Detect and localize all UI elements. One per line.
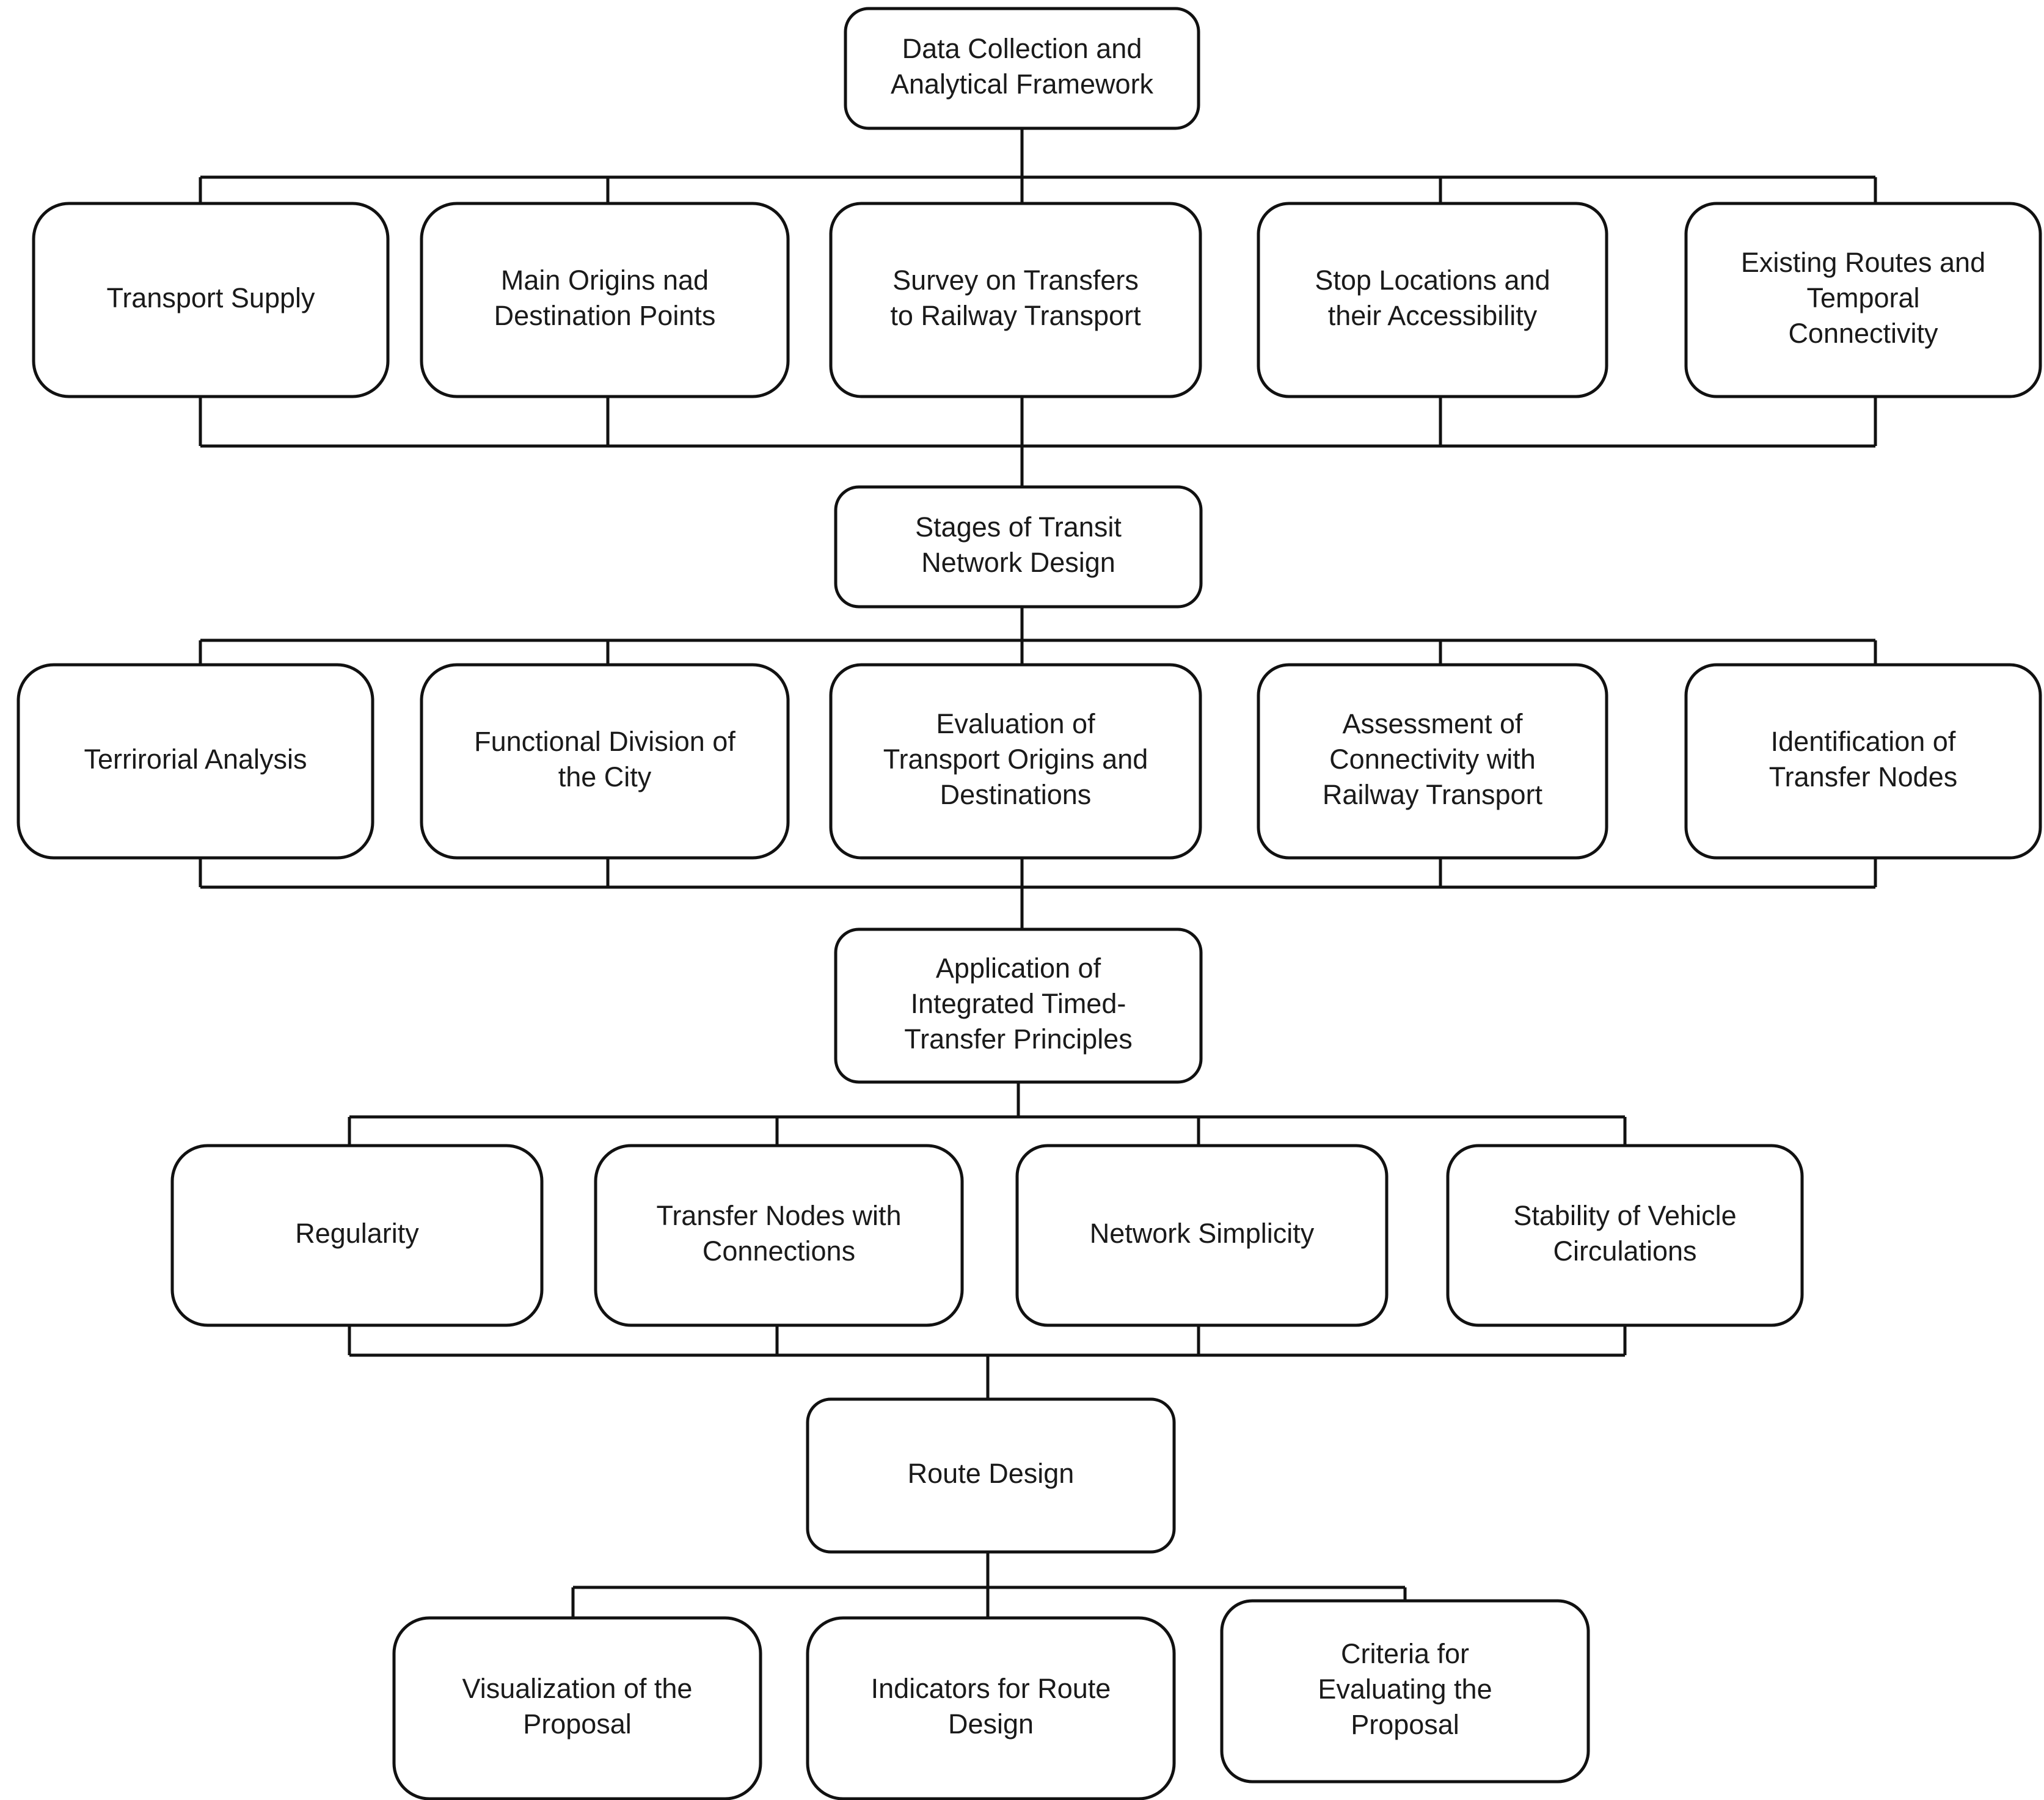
- flowchart-node[interactable]: Functional Division of the City: [420, 663, 790, 860]
- node-label-line: Transfer Nodes with: [657, 1200, 902, 1231]
- flowchart-node[interactable]: Transport Supply: [32, 202, 390, 398]
- node-label-line: Main Origins nad: [501, 265, 709, 296]
- node-label-line: Analytical Framework: [891, 68, 1154, 100]
- flowchart-node[interactable]: Terrirorial Analysis: [16, 663, 374, 860]
- node-label-line: Indicators for Route: [871, 1673, 1111, 1704]
- node-label-line: Transfer Principles: [904, 1023, 1132, 1055]
- node-label-line: Functional Division of: [474, 726, 735, 757]
- node-label-line: Proposal: [1351, 1709, 1459, 1740]
- node-label-line: Evaluating the: [1318, 1674, 1492, 1705]
- node-label-line: Network Simplicity: [1090, 1218, 1315, 1249]
- node-label-line: Terrirorial Analysis: [84, 744, 307, 775]
- node-label-line: Evaluation of: [936, 708, 1095, 739]
- node-label-line: Integrated Timed-: [911, 988, 1126, 1019]
- node-box-shape: [844, 7, 1200, 130]
- node-label-line: Route Design: [908, 1458, 1075, 1489]
- flowchart-node[interactable]: Stop Locations and their Accessibility: [1257, 202, 1608, 398]
- node-label-line: Design: [948, 1708, 1034, 1740]
- connector-layer: [199, 128, 1877, 1618]
- node-label-line: to Railway Transport: [890, 300, 1141, 331]
- node-box-shape: [32, 202, 390, 398]
- node-label-line: Survey on Transfers: [892, 265, 1139, 296]
- node-label-line: Destinations: [940, 779, 1092, 810]
- node-label-line: Connectivity: [1788, 318, 1938, 349]
- node-label-line: Visualization of the: [462, 1673, 693, 1704]
- flowchart-node[interactable]: Application of Integrated Timed- Transfer …: [834, 927, 1203, 1084]
- node-label-line: Stop Locations and: [1315, 265, 1550, 296]
- node-label-line: Transport Origins and: [883, 744, 1148, 775]
- node-box-shape: [834, 485, 1203, 609]
- node-box-shape: [420, 663, 790, 860]
- node-label-line: their Accessibility: [1328, 300, 1538, 331]
- node-label-line: Stages of Transit: [915, 511, 1122, 543]
- node-label-line: Transport Supply: [107, 282, 315, 313]
- node-label-line: the City: [558, 761, 652, 792]
- node-label-line: Circulations: [1553, 1235, 1696, 1267]
- node-label-line: Criteria for: [1341, 1638, 1469, 1669]
- node-box-shape: [1446, 1144, 1804, 1327]
- flowchart-node[interactable]: Evaluation of Transport Origins andDestin…: [829, 663, 1202, 860]
- node-box-shape: [829, 663, 1202, 860]
- flowchart-node[interactable]: Identification of Transfer Nodes: [1684, 663, 2042, 860]
- node-label-line: Proposal: [523, 1708, 632, 1740]
- node-label-line: Existing Routes and: [1741, 247, 1985, 278]
- flowchart-node[interactable]: Regularity: [170, 1144, 544, 1327]
- node-box-shape: [806, 1397, 1176, 1554]
- node-label-line: Assessment of: [1342, 708, 1523, 739]
- node-box-shape: [594, 1144, 964, 1327]
- flowchart-node[interactable]: Network Simplicity: [1015, 1144, 1389, 1327]
- node-box-shape: [420, 202, 790, 398]
- node-label-line: Stability of Vehicle: [1513, 1200, 1736, 1231]
- node-box-shape: [1015, 1144, 1389, 1327]
- node-label-line: Connectivity with: [1329, 744, 1536, 775]
- node-label-line: Connections: [703, 1235, 855, 1267]
- node-box-shape: [16, 663, 374, 860]
- node-box-shape: [1257, 202, 1608, 398]
- node-label-line: Transfer Nodes: [1769, 761, 1957, 792]
- node-label-line: Railway Transport: [1323, 779, 1543, 810]
- node-label-line: Temporal: [1806, 282, 1919, 313]
- node-box-shape: [1684, 202, 2042, 398]
- node-label-line: Destination Points: [494, 300, 716, 331]
- node-box-shape: [829, 202, 1202, 398]
- node-label-line: Identification of: [1771, 726, 1956, 757]
- node-label-line: Regularity: [295, 1218, 419, 1249]
- node-box-shape: [1220, 1599, 1590, 1784]
- node-label-line: Network Design: [921, 547, 1115, 578]
- flowchart-node[interactable]: Survey on Transfers to Railway Transport: [829, 202, 1202, 398]
- node-box-shape: [170, 1144, 544, 1327]
- node-label-line: Data Collection and: [902, 33, 1142, 64]
- node-box-shape: [392, 1616, 762, 1800]
- node-box-shape: [834, 927, 1203, 1084]
- node-box-shape: [1257, 663, 1608, 860]
- flowchart-node[interactable]: Route Design: [806, 1397, 1176, 1554]
- node-label-line: Application of: [936, 953, 1101, 984]
- node-box-shape: [1684, 663, 2042, 860]
- node-box-shape: [806, 1616, 1176, 1800]
